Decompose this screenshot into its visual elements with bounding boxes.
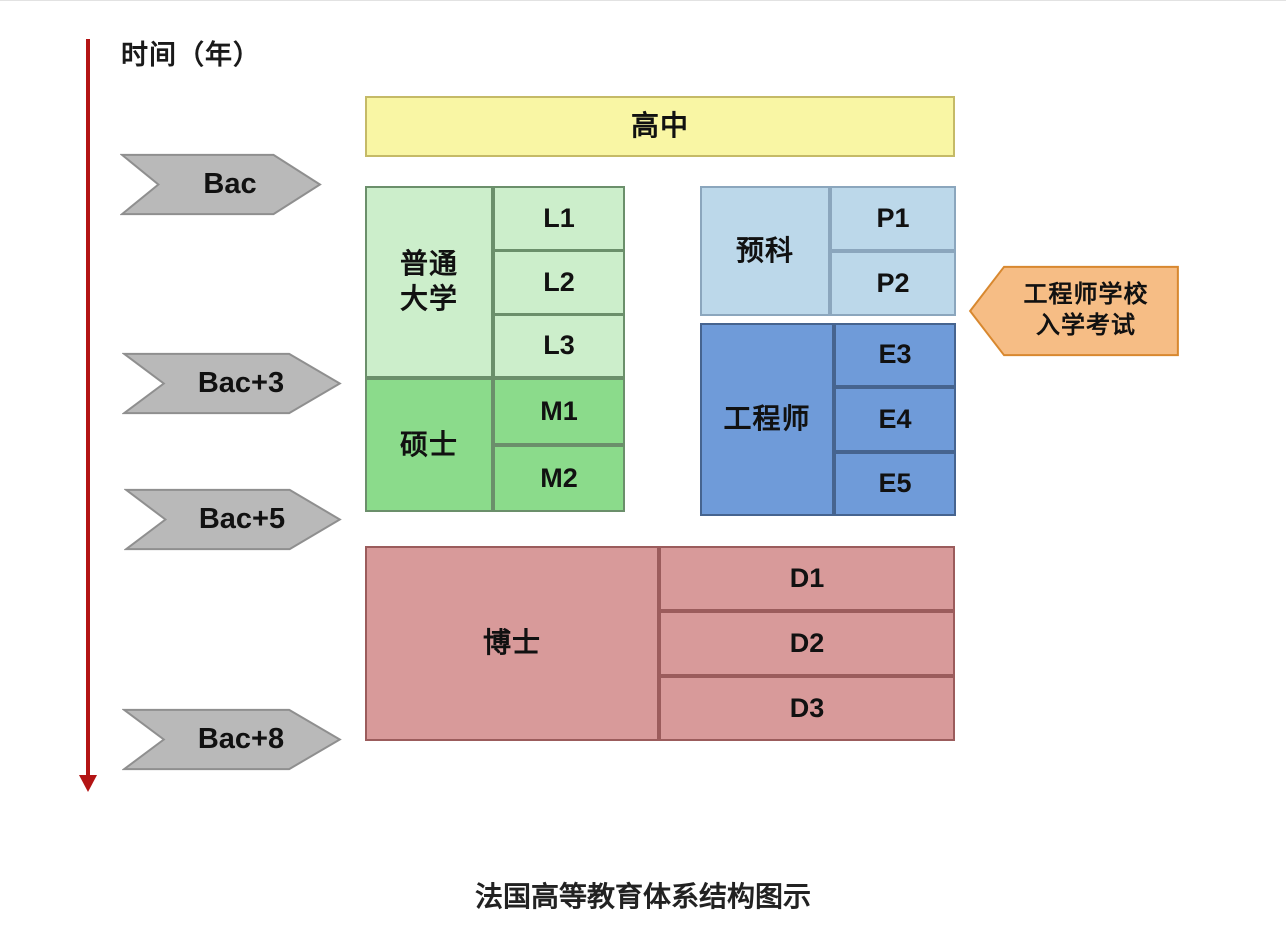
- level-cell-m1: M1: [493, 378, 625, 445]
- milestone-label: Bac+3: [197, 366, 285, 399]
- prepa-box: 预科: [700, 186, 830, 316]
- level-cell-d3: D3: [659, 676, 955, 741]
- engineer-box: 工程师: [700, 323, 834, 516]
- level-cell-e3: E3: [834, 323, 956, 387]
- doctorate-box: 博士: [365, 546, 659, 741]
- level-cell-d2: D2: [659, 611, 955, 676]
- level-cell-l1: L1: [493, 186, 625, 251]
- highschool-box: 高中: [365, 96, 955, 157]
- time-axis-label: 时间（年）: [121, 40, 261, 70]
- milestone-label: Bac+8: [197, 722, 285, 755]
- time-axis-arrowhead: [79, 775, 97, 792]
- chevron-right-icon: [120, 153, 322, 216]
- diagram-caption: 法国高等教育体系结构图示: [474, 881, 811, 912]
- level-cell-l2: L2: [493, 250, 625, 315]
- entrance-exam-arrow: 工程师学校 入学考试: [968, 264, 1180, 358]
- time-axis-line: [86, 39, 90, 777]
- chevron-right-icon: [124, 488, 342, 551]
- level-cell-p2: P2: [830, 251, 956, 316]
- level-cell-e5: E5: [834, 452, 956, 516]
- entrance-exam-label: 工程师学校 入学考试: [1023, 281, 1149, 339]
- milestone-bac8: Bac+8: [122, 708, 342, 771]
- chevron-right-icon: [122, 352, 342, 415]
- milestone-bac5: Bac+5: [124, 488, 342, 551]
- level-cell-p1: P1: [830, 186, 956, 251]
- milestone-label: Bac: [203, 167, 257, 200]
- level-cell-m2: M2: [493, 445, 625, 512]
- level-cell-l3: L3: [493, 314, 625, 378]
- level-cell-e4: E4: [834, 387, 956, 452]
- university-box: 普通 大学: [365, 186, 493, 378]
- milestone-label: Bac+5: [198, 502, 286, 535]
- master-box: 硕士: [365, 378, 493, 512]
- chevron-right-icon: [122, 708, 342, 771]
- arrow-left-icon: [968, 264, 1180, 358]
- milestone-bac: Bac: [120, 153, 322, 216]
- milestone-bac3: Bac+3: [122, 352, 342, 415]
- level-cell-d1: D1: [659, 546, 955, 611]
